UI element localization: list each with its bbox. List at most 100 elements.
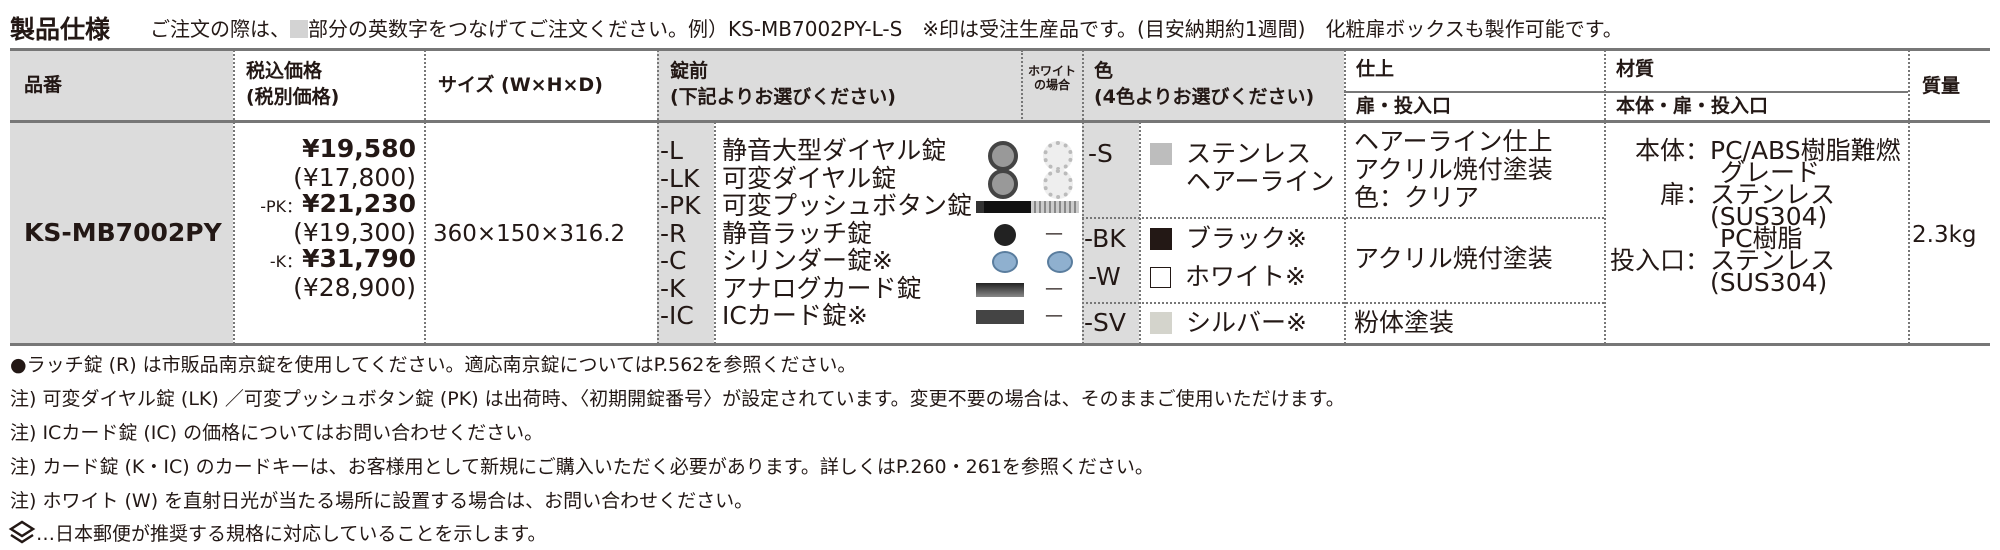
header-white-line: ホワイト bbox=[1027, 64, 1076, 78]
color-code: -BK bbox=[1084, 224, 1126, 253]
cylinder-icon bbox=[1047, 251, 1073, 273]
material-spec: 本体：PC/ABS樹脂難燃 グレード 扉：ステンレス (SUS304) PC樹脂… bbox=[1610, 136, 1906, 295]
note-card-key: 注) カード錠 (K・IC) のカードキーは、お客様用として新規にご購入いただく… bbox=[10, 456, 1154, 478]
header-price-line: 税込価格 bbox=[246, 60, 323, 82]
card-slot-icon bbox=[976, 282, 1024, 297]
material-value: (SUS304) bbox=[1710, 202, 1828, 231]
price-excl: (¥17,800) bbox=[293, 163, 416, 192]
header-price: 税込価格 (税別価格) bbox=[246, 58, 339, 110]
price-excl: (¥19,300) bbox=[293, 218, 416, 247]
lock-code: -L bbox=[660, 136, 683, 165]
header-finish: 仕上 bbox=[1356, 58, 1395, 80]
material-label: 扉： bbox=[1659, 180, 1710, 209]
color-header-bg bbox=[1082, 49, 1344, 121]
color-code-bg bbox=[1082, 121, 1139, 345]
model-cell-bg bbox=[10, 49, 233, 345]
color-swatch-white bbox=[1150, 267, 1171, 288]
lock-name: ICカード錠※ bbox=[722, 301, 868, 330]
lead-text: 部分の英数字をつなげてご注文ください。例）KS-MB7002PY-L-S ※印は… bbox=[308, 17, 1623, 41]
header-material: 材質 bbox=[1616, 58, 1655, 80]
header-size: サイズ (W×H×D) bbox=[438, 74, 603, 96]
lock-row: -R 静音ラッチ錠 — bbox=[660, 220, 1080, 248]
lock-code: -LK bbox=[660, 163, 700, 193]
header-color-line: (4色よりお選びください) bbox=[1094, 86, 1315, 108]
color-swatch-silver bbox=[1150, 312, 1172, 334]
not-available-dash: — bbox=[1045, 305, 1063, 326]
table-top-rule bbox=[10, 48, 1990, 51]
not-available-dash: — bbox=[1045, 222, 1063, 244]
color-name: シルバー※ bbox=[1150, 309, 1307, 337]
header-white: ホワイトの場合 bbox=[1024, 64, 1080, 92]
dial-light-icon bbox=[1043, 168, 1073, 199]
col-divider bbox=[1082, 50, 1084, 344]
size-value: 360×150×316.2 bbox=[433, 221, 626, 247]
lock-name: シリンダー錠※ bbox=[722, 246, 893, 275]
header-finish-sub: 扉・投入口 bbox=[1356, 95, 1452, 117]
color-name-line: ステンレス bbox=[1186, 139, 1312, 168]
color-name-line: ホワイト※ bbox=[1185, 262, 1306, 291]
weight-value: 2.3kg bbox=[1912, 222, 1977, 248]
header-model: 品番 bbox=[24, 74, 63, 96]
cylinder-icon bbox=[992, 251, 1018, 273]
color-code: -W bbox=[1088, 262, 1121, 291]
ic-reader-icon bbox=[976, 310, 1024, 324]
model-number: KS-MB7002PY bbox=[24, 218, 222, 247]
color-name-line: シルバー※ bbox=[1186, 308, 1307, 337]
lock-name: 静音大型ダイヤル錠 bbox=[722, 136, 947, 165]
lock-code: -C bbox=[660, 246, 687, 275]
header-material-sub: 本体・扉・投入口 bbox=[1616, 95, 1769, 117]
note-japan-post: …日本郵便が推奨する規格に対応していることを示します。 bbox=[8, 519, 547, 546]
color-name: ホワイト※ bbox=[1150, 263, 1306, 291]
row-divider bbox=[1082, 217, 1604, 219]
header-price-line: (税別価格) bbox=[246, 86, 340, 108]
price-incl: -PK：¥21,230 bbox=[236, 191, 416, 220]
material-label: 本体： bbox=[1634, 136, 1710, 165]
price-value: ¥19,580 bbox=[302, 134, 416, 163]
finish-line: 色：クリア bbox=[1354, 183, 1480, 212]
header-color-line: 色 bbox=[1094, 60, 1114, 82]
lock-code: -R bbox=[660, 218, 687, 248]
lock-name: 可変プッシュボタン錠 bbox=[722, 191, 973, 220]
col-divider bbox=[1344, 50, 1346, 344]
col-divider bbox=[1908, 50, 1910, 344]
row-divider bbox=[1082, 302, 1604, 304]
header-lock: 錠前(下記よりお選びください) bbox=[670, 58, 896, 110]
col-divider bbox=[657, 50, 659, 344]
table-bottom-rule bbox=[10, 343, 1990, 346]
material-value: PC樹脂 bbox=[1720, 224, 1803, 253]
col-divider bbox=[1604, 50, 1606, 344]
header-sub-rule bbox=[1344, 91, 1908, 93]
price-prefix: -K： bbox=[269, 252, 303, 271]
pushbutton-light-icon bbox=[1031, 201, 1079, 213]
header-bottom-rule bbox=[10, 120, 1990, 123]
color-swatch-stainless bbox=[1150, 143, 1172, 165]
lead-text: ご注文の際は、 bbox=[150, 17, 290, 41]
note-latch: ●ラッチ錠 (R) は市販品南京錠を使用してください。適応南京錠についてはP.5… bbox=[10, 354, 857, 376]
lock-code: -IC bbox=[660, 301, 694, 330]
lock-row: -L 静音大型ダイヤル錠 bbox=[660, 136, 1080, 171]
note-white: 注) ホワイト (W) を直射日光が当たる場所に設置する場合は、お問い合わせくだ… bbox=[10, 490, 754, 512]
section-title: 製品仕様 bbox=[10, 15, 111, 44]
dial-dark-icon bbox=[988, 168, 1018, 199]
lock-name: 静音ラッチ錠 bbox=[722, 218, 873, 248]
col-divider bbox=[233, 50, 235, 344]
color-name-line: ブラック※ bbox=[1186, 224, 1307, 253]
lock-row: -C シリンダー錠※ bbox=[660, 247, 1080, 275]
col-divider bbox=[714, 122, 716, 344]
not-available-dash: — bbox=[1045, 277, 1063, 299]
header-weight: 質量 bbox=[1922, 75, 1961, 97]
finish-black-white: アクリル焼付塗装 bbox=[1354, 244, 1553, 273]
lock-code-bg bbox=[657, 121, 714, 345]
lock-row: -IC ICカード錠※ — bbox=[660, 302, 1080, 330]
order-instructions: ご注文の際は、部分の英数字をつなげてご注文ください。例）KS-MB7002PY-… bbox=[150, 13, 1623, 42]
finish-line: アクリル焼付塗装 bbox=[1354, 155, 1553, 184]
note-ic-card: 注) ICカード錠 (IC) の価格についてはお問い合わせください。 bbox=[10, 422, 544, 444]
header-lock-line: (下記よりお選びください) bbox=[670, 86, 896, 108]
color-swatch-black bbox=[1150, 228, 1172, 250]
lock-header-bg bbox=[657, 49, 1082, 121]
color-code: -SV bbox=[1084, 308, 1126, 337]
